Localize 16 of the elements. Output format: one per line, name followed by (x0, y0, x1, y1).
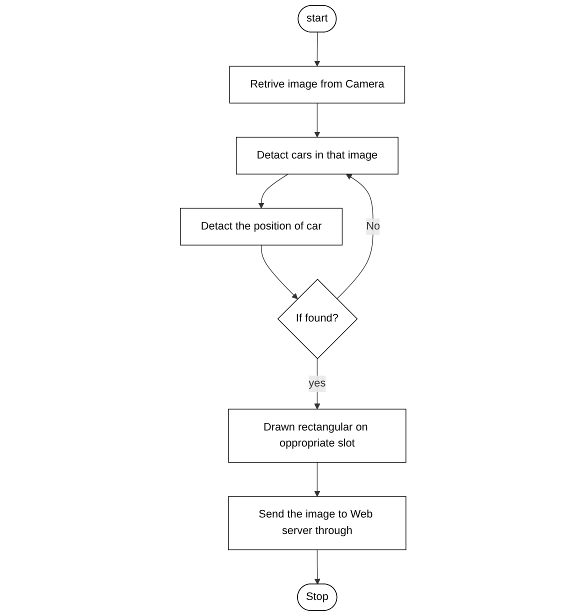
arrow (314, 32, 321, 66)
node-box: Retrive image from Camera (230, 66, 406, 104)
arrow (258, 174, 289, 208)
arrow (261, 244, 298, 300)
edge-label: yes (309, 378, 326, 390)
arrow (314, 358, 321, 410)
node-box: Send the image to Web server through (228, 496, 407, 550)
node-box: Detact cars in that image (236, 136, 399, 174)
arrow (336, 174, 374, 300)
arrow (314, 549, 321, 585)
node-diamond: If found? (278, 278, 358, 360)
arrow (314, 102, 321, 138)
edge-label: No (366, 220, 380, 232)
arrow (314, 462, 321, 497)
node-box: Detact the position of car (180, 208, 343, 246)
node-box: Drawn rectangular on oppropriate slot (228, 408, 407, 463)
